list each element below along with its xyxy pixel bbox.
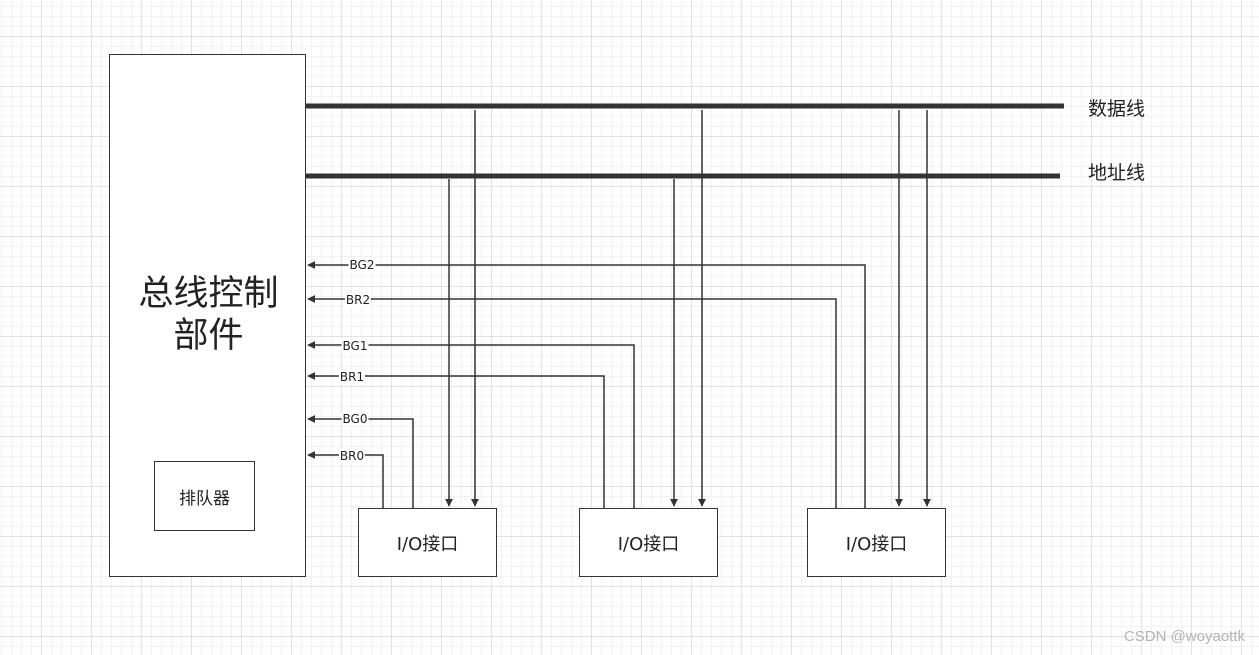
- io-interface-2: I/O接口: [807, 508, 946, 577]
- signal-line-bg0: [307, 415, 414, 508]
- signal-label-bg0: BG0: [341, 412, 369, 426]
- signal-label-bg1: BG1: [341, 339, 369, 353]
- bus-controller-label-line1: 总线控制: [138, 274, 279, 314]
- bus-controller-label: 总线控制 部件: [110, 273, 307, 357]
- watermark: CSDN @woyaottk: [1123, 628, 1245, 645]
- signal-line-bg1: [307, 341, 635, 508]
- arbiter-box: 排队器: [154, 461, 255, 531]
- signal-label-br2: BR2: [344, 293, 372, 307]
- io-interface-0: I/O接口: [358, 508, 497, 577]
- bus-controller-label-line2: 部件: [173, 316, 244, 356]
- address-bus-label: 地址线: [1088, 162, 1146, 184]
- signal-line-bg2: [307, 261, 866, 508]
- signal-label-bg2: BG2: [348, 258, 376, 272]
- signal-line-br2: [307, 295, 837, 508]
- signal-line-br1: [307, 372, 605, 508]
- signal-label-br1: BR1: [338, 370, 366, 384]
- data-bus-label: 数据线: [1088, 98, 1146, 120]
- signal-line-br0: [307, 451, 384, 508]
- signal-label-br0: BR0: [338, 449, 366, 463]
- io-interface-1: I/O接口: [579, 508, 718, 577]
